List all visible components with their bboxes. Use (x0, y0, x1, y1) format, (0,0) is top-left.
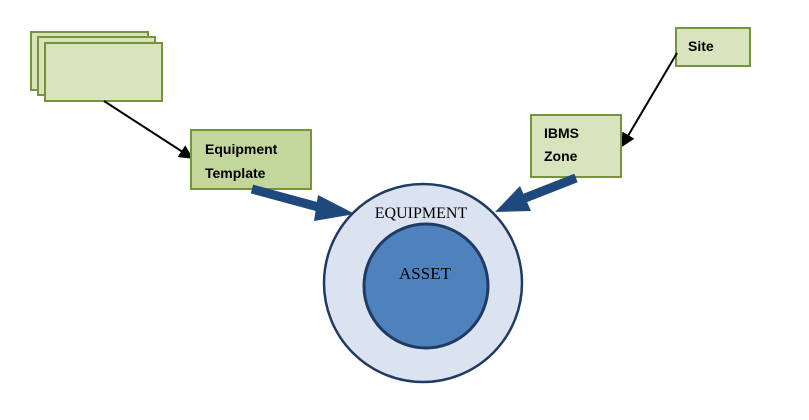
ibms-to-equipment-arrow (495, 173, 578, 212)
document-stack (30, 31, 163, 102)
equipment-template-box: Equipment Template (190, 129, 312, 190)
template-to-equipment-arrow (250, 184, 355, 221)
equipment-template-line2: Template (205, 165, 266, 181)
site-label: Site (688, 38, 714, 54)
ibms-zone-line2: Zone (544, 148, 578, 164)
site-to-ibms-arrow (621, 52, 678, 148)
document-stack-front (44, 42, 163, 102)
asset-label: ASSET (399, 264, 452, 283)
site-box: Site (675, 27, 751, 67)
equipment-template-line1: Equipment (205, 141, 278, 157)
equipment-label: EQUIPMENT (375, 205, 468, 222)
ibms-zone-box: IBMS Zone (530, 114, 622, 178)
asset-circle (362, 222, 490, 350)
ibms-zone-line1: IBMS (544, 125, 579, 141)
stack-to-template-arrow (103, 100, 194, 159)
